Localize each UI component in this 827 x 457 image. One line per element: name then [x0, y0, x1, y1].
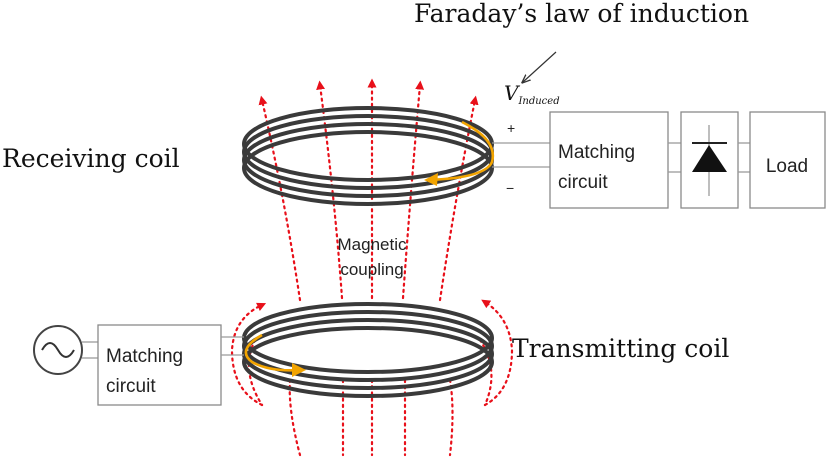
- load-box: [749, 111, 826, 209]
- receiver-circuit: Matching circuit Load: [492, 111, 826, 209]
- v-induced-symbol: VInduced: [504, 81, 560, 107]
- transmitting-coil-label: Transmitting coil: [512, 334, 729, 363]
- field-line: [478, 338, 493, 407]
- field-line: [258, 95, 302, 302]
- faraday-pointer: [523, 51, 557, 82]
- field-line: [288, 378, 302, 457]
- field-line: [230, 302, 267, 407]
- transmitting-coil: [242, 302, 494, 398]
- rx-matching-label-line1: Matching: [558, 142, 635, 163]
- field-line: [448, 378, 454, 457]
- transmitter-circuit: Matching circuit: [33, 324, 244, 406]
- minus-terminal-label: −: [506, 180, 514, 196]
- field-line: [316, 80, 344, 300]
- tx-matching-label-line1: Matching: [106, 346, 183, 367]
- plus-terminal-label: +: [507, 120, 515, 136]
- faraday-law-label: Faraday’s law of induction: [414, 0, 749, 28]
- receiving-coil-label: Receiving coil: [2, 144, 180, 173]
- tx-matching-circuit-box: [97, 324, 222, 406]
- magnetic-coupling-label-line1: Magnetic: [338, 235, 407, 254]
- diode-icon: [692, 125, 727, 196]
- rx-matching-label-line2: circuit: [558, 172, 608, 193]
- field-line: [481, 299, 514, 407]
- load-label: Load: [766, 156, 808, 177]
- induced-current-arrow: [427, 120, 495, 182]
- ac-source-icon: [33, 325, 83, 375]
- magnetic-coupling-label-line2: coupling: [340, 260, 403, 279]
- source-current-arrow: [244, 333, 301, 372]
- tx-matching-label-line2: circuit: [106, 376, 156, 397]
- receiving-coil: [242, 106, 495, 206]
- rx-matching-circuit-box: [549, 111, 669, 209]
- field-line: [438, 95, 479, 302]
